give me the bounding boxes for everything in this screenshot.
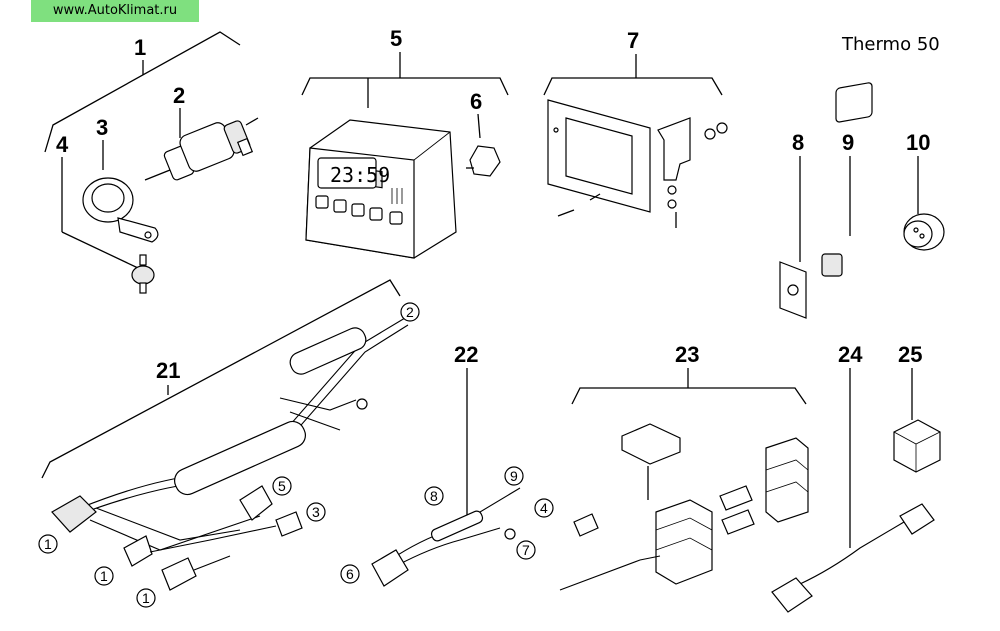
timer: 23:59 bbox=[305, 119, 457, 259]
svg-text:2: 2 bbox=[406, 304, 414, 320]
svg-text:1: 1 bbox=[142, 590, 150, 606]
relay bbox=[893, 419, 941, 473]
mounting-frame bbox=[547, 99, 728, 228]
callout-21-1a: 1 bbox=[38, 534, 58, 554]
part-number-23: 23 bbox=[675, 342, 699, 367]
diagram-title: Thermo 50 bbox=[842, 34, 940, 55]
callout-21-1b: 1 bbox=[94, 566, 114, 586]
svg-text:8: 8 bbox=[430, 488, 438, 504]
fuse-holder bbox=[559, 423, 809, 591]
svg-text:3: 3 bbox=[312, 504, 320, 520]
switch bbox=[821, 82, 873, 277]
part-number-2: 2 bbox=[173, 83, 185, 108]
bracket-21 bbox=[41, 279, 401, 479]
svg-text:5: 5 bbox=[278, 478, 286, 494]
rubber-mount bbox=[131, 254, 155, 294]
diagnosis-plug bbox=[903, 213, 945, 251]
cable-22 bbox=[371, 487, 521, 587]
callout-21-1c: 1 bbox=[136, 588, 156, 608]
callout-22-9: 9 bbox=[504, 466, 524, 486]
callout-21-5: 5 bbox=[272, 476, 292, 496]
bracket-5 bbox=[301, 52, 509, 108]
callout-21-2: 2 bbox=[400, 302, 420, 322]
callout-22-4: 4 bbox=[534, 498, 554, 518]
part-number-5: 5 bbox=[390, 26, 402, 51]
adapter-cable bbox=[771, 503, 935, 613]
pump-clamp bbox=[82, 177, 159, 243]
callout-21-3: 3 bbox=[306, 502, 326, 522]
part-number-6: 6 bbox=[470, 89, 482, 114]
wiring-harness bbox=[51, 317, 409, 591]
svg-text:1: 1 bbox=[44, 536, 52, 552]
svg-text:4: 4 bbox=[540, 500, 548, 516]
timer-display: 23:59 bbox=[330, 163, 390, 187]
timer-clip bbox=[466, 145, 501, 177]
callout-22-7: 7 bbox=[516, 540, 536, 560]
svg-text:1: 1 bbox=[100, 568, 108, 584]
part-number-22: 22 bbox=[454, 342, 478, 367]
part-number-10: 10 bbox=[906, 130, 930, 155]
part-number-3: 3 bbox=[96, 115, 108, 140]
dosing-pump bbox=[144, 117, 259, 181]
svg-text:7: 7 bbox=[522, 542, 530, 558]
part-number-24: 24 bbox=[838, 342, 863, 367]
bracket-1 bbox=[44, 31, 241, 153]
bracket-23 bbox=[571, 368, 807, 405]
part-number-9: 9 bbox=[842, 130, 854, 155]
part-number-4: 4 bbox=[56, 132, 69, 157]
bracket-7 bbox=[543, 54, 723, 96]
svg-text:9: 9 bbox=[510, 468, 518, 484]
callout-22-6: 6 bbox=[340, 564, 360, 584]
callout-22-8: 8 bbox=[424, 486, 444, 506]
svg-text:6: 6 bbox=[346, 566, 354, 582]
switch-plate bbox=[779, 261, 807, 319]
part-number-1: 1 bbox=[134, 35, 146, 60]
watermark[interactable]: www.AutoKlimat.ru bbox=[31, 0, 199, 22]
part-number-7: 7 bbox=[627, 28, 639, 53]
part-number-25: 25 bbox=[898, 342, 922, 367]
part-number-8: 8 bbox=[792, 130, 804, 155]
part-number-21: 21 bbox=[156, 358, 180, 383]
